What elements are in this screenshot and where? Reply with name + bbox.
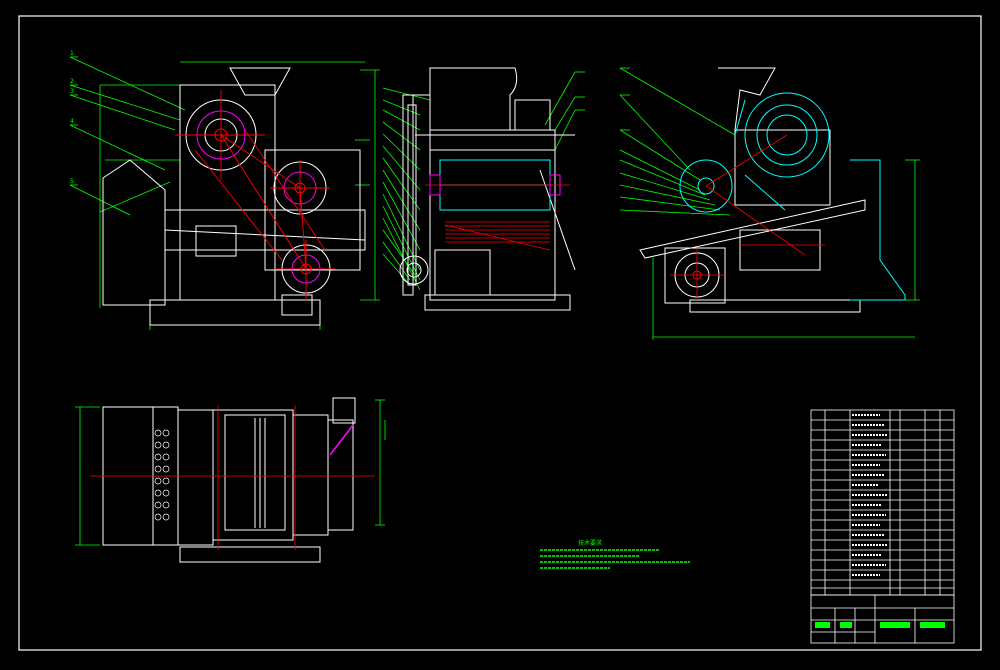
right-view-hopper-teeth [679,92,906,301]
outer-frame [18,15,982,651]
top-view [75,397,386,563]
right-view-body [639,67,866,313]
parts-list-entries [852,414,888,576]
svg-text:5: 5 [70,178,74,185]
front-view-pulleys [185,99,331,294]
top-view-dimensions [75,399,386,546]
right-view-centerlines [670,134,825,300]
svg-text:1: 1 [70,50,74,57]
top-view-body [102,397,356,563]
svg-text:2: 2 [70,78,74,85]
parts-list [810,409,955,596]
top-view-accent [329,424,354,456]
front-view-body [102,67,366,326]
front-view-labels: 1 2 3 4 5 [70,50,74,185]
side-view-belt-pulleys [399,94,430,296]
parts-list-rows [811,419,954,589]
side-view [382,67,585,311]
tech-notes: 技术要求 [540,539,690,569]
svg-text:4: 4 [70,118,74,125]
top-view-holes [154,429,170,521]
front-view: 1 2 3 4 5 [69,50,380,330]
right-view-dimensions [619,67,920,340]
front-view-belts [175,90,335,300]
right-view [619,67,920,340]
title-block [810,594,955,644]
top-view-centerlines [90,405,375,550]
side-view-body [415,67,576,311]
side-view-leaders [382,71,585,291]
tech-notes-title: 技术要求 [578,539,602,547]
svg-text:3: 3 [70,88,74,95]
side-view-screen [425,184,570,251]
front-view-dimensions [69,56,380,330]
